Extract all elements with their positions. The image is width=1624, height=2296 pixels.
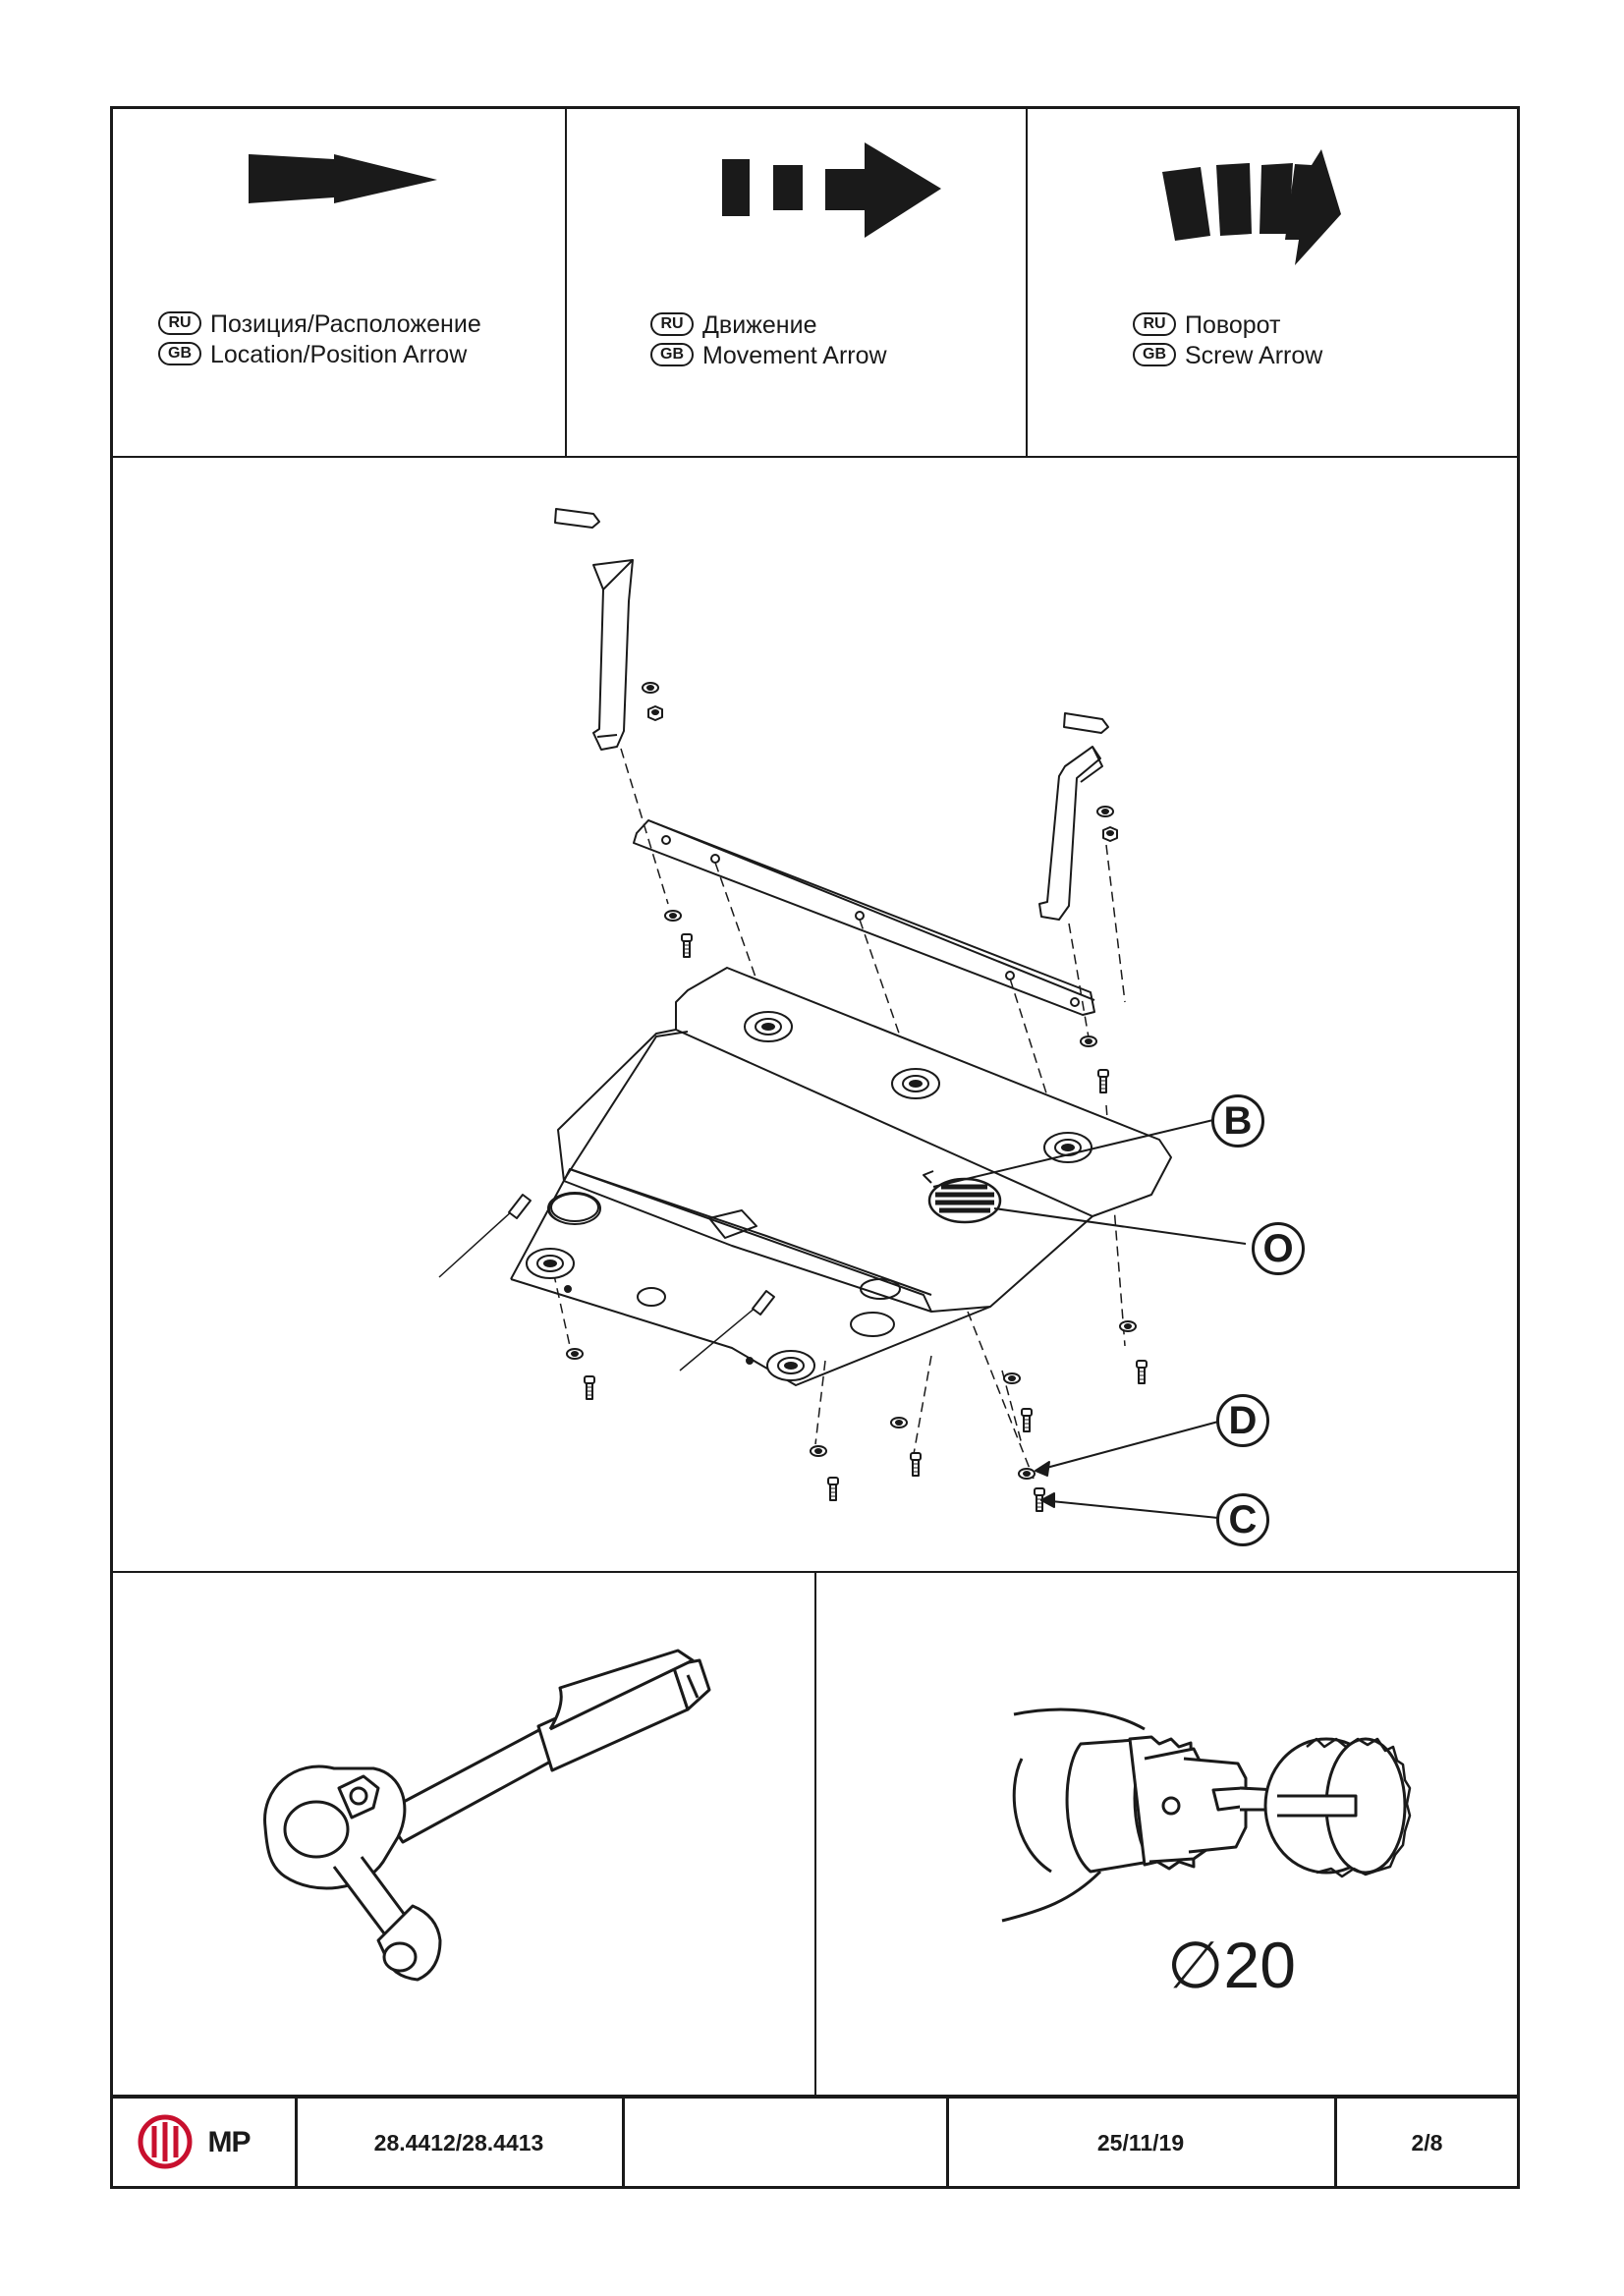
footer-empty (624, 2100, 944, 2186)
drill-hole-saw-icon (1001, 1708, 1412, 1923)
part-number: 28.4412/28.4413 (373, 2130, 544, 2156)
callout-c: C (1216, 1493, 1269, 1546)
divider (814, 1571, 816, 2097)
divider (1026, 106, 1028, 456)
legend-location: RU Позиция/Расположение GB Location/Positi… (158, 309, 481, 370)
legend-ru-text: Поворот (1185, 311, 1281, 339)
ratchet-wrench-icon (263, 1649, 711, 1982)
legend-screw: RU Поворот GB Screw Arrow (1133, 310, 1322, 371)
callout-o: O (1252, 1222, 1305, 1275)
legend-ru-text: Движение (702, 311, 817, 339)
drill-diameter: ∅20 (1167, 1929, 1296, 2001)
screw-arrow-icon (1162, 149, 1341, 265)
legend-gb-text: Screw Arrow (1185, 342, 1323, 369)
divider (1334, 2095, 1337, 2189)
divider (946, 2095, 949, 2189)
location-arrow-icon (249, 154, 437, 203)
page-frame (110, 106, 1520, 2189)
ru-badge: RU (1133, 312, 1176, 337)
divider (295, 2095, 298, 2189)
movement-arrow-icon (722, 142, 941, 238)
page-number: 2/8 (1411, 2130, 1443, 2156)
legend-ru-text: Позиция/Расположение (210, 310, 481, 338)
footer-logo-text: MP (207, 2126, 252, 2158)
divider (110, 456, 1520, 458)
callout-b: B (1211, 1094, 1264, 1148)
gb-badge: GB (158, 342, 201, 366)
company-logo (138, 2114, 193, 2169)
ru-badge: RU (650, 312, 694, 337)
ru-badge: RU (158, 311, 201, 336)
divider (622, 2095, 625, 2189)
divider (110, 2095, 1520, 2099)
divider (565, 106, 567, 456)
legend-gb-text: Location/Position Arrow (210, 341, 468, 368)
gb-badge: GB (650, 343, 694, 367)
legend-movement: RU Движение GB Movement Arrow (650, 310, 887, 371)
callout-d: D (1216, 1394, 1269, 1447)
revision-date: 25/11/19 (1096, 2130, 1185, 2156)
gb-badge: GB (1133, 343, 1176, 367)
legend-gb-text: Movement Arrow (702, 342, 887, 369)
